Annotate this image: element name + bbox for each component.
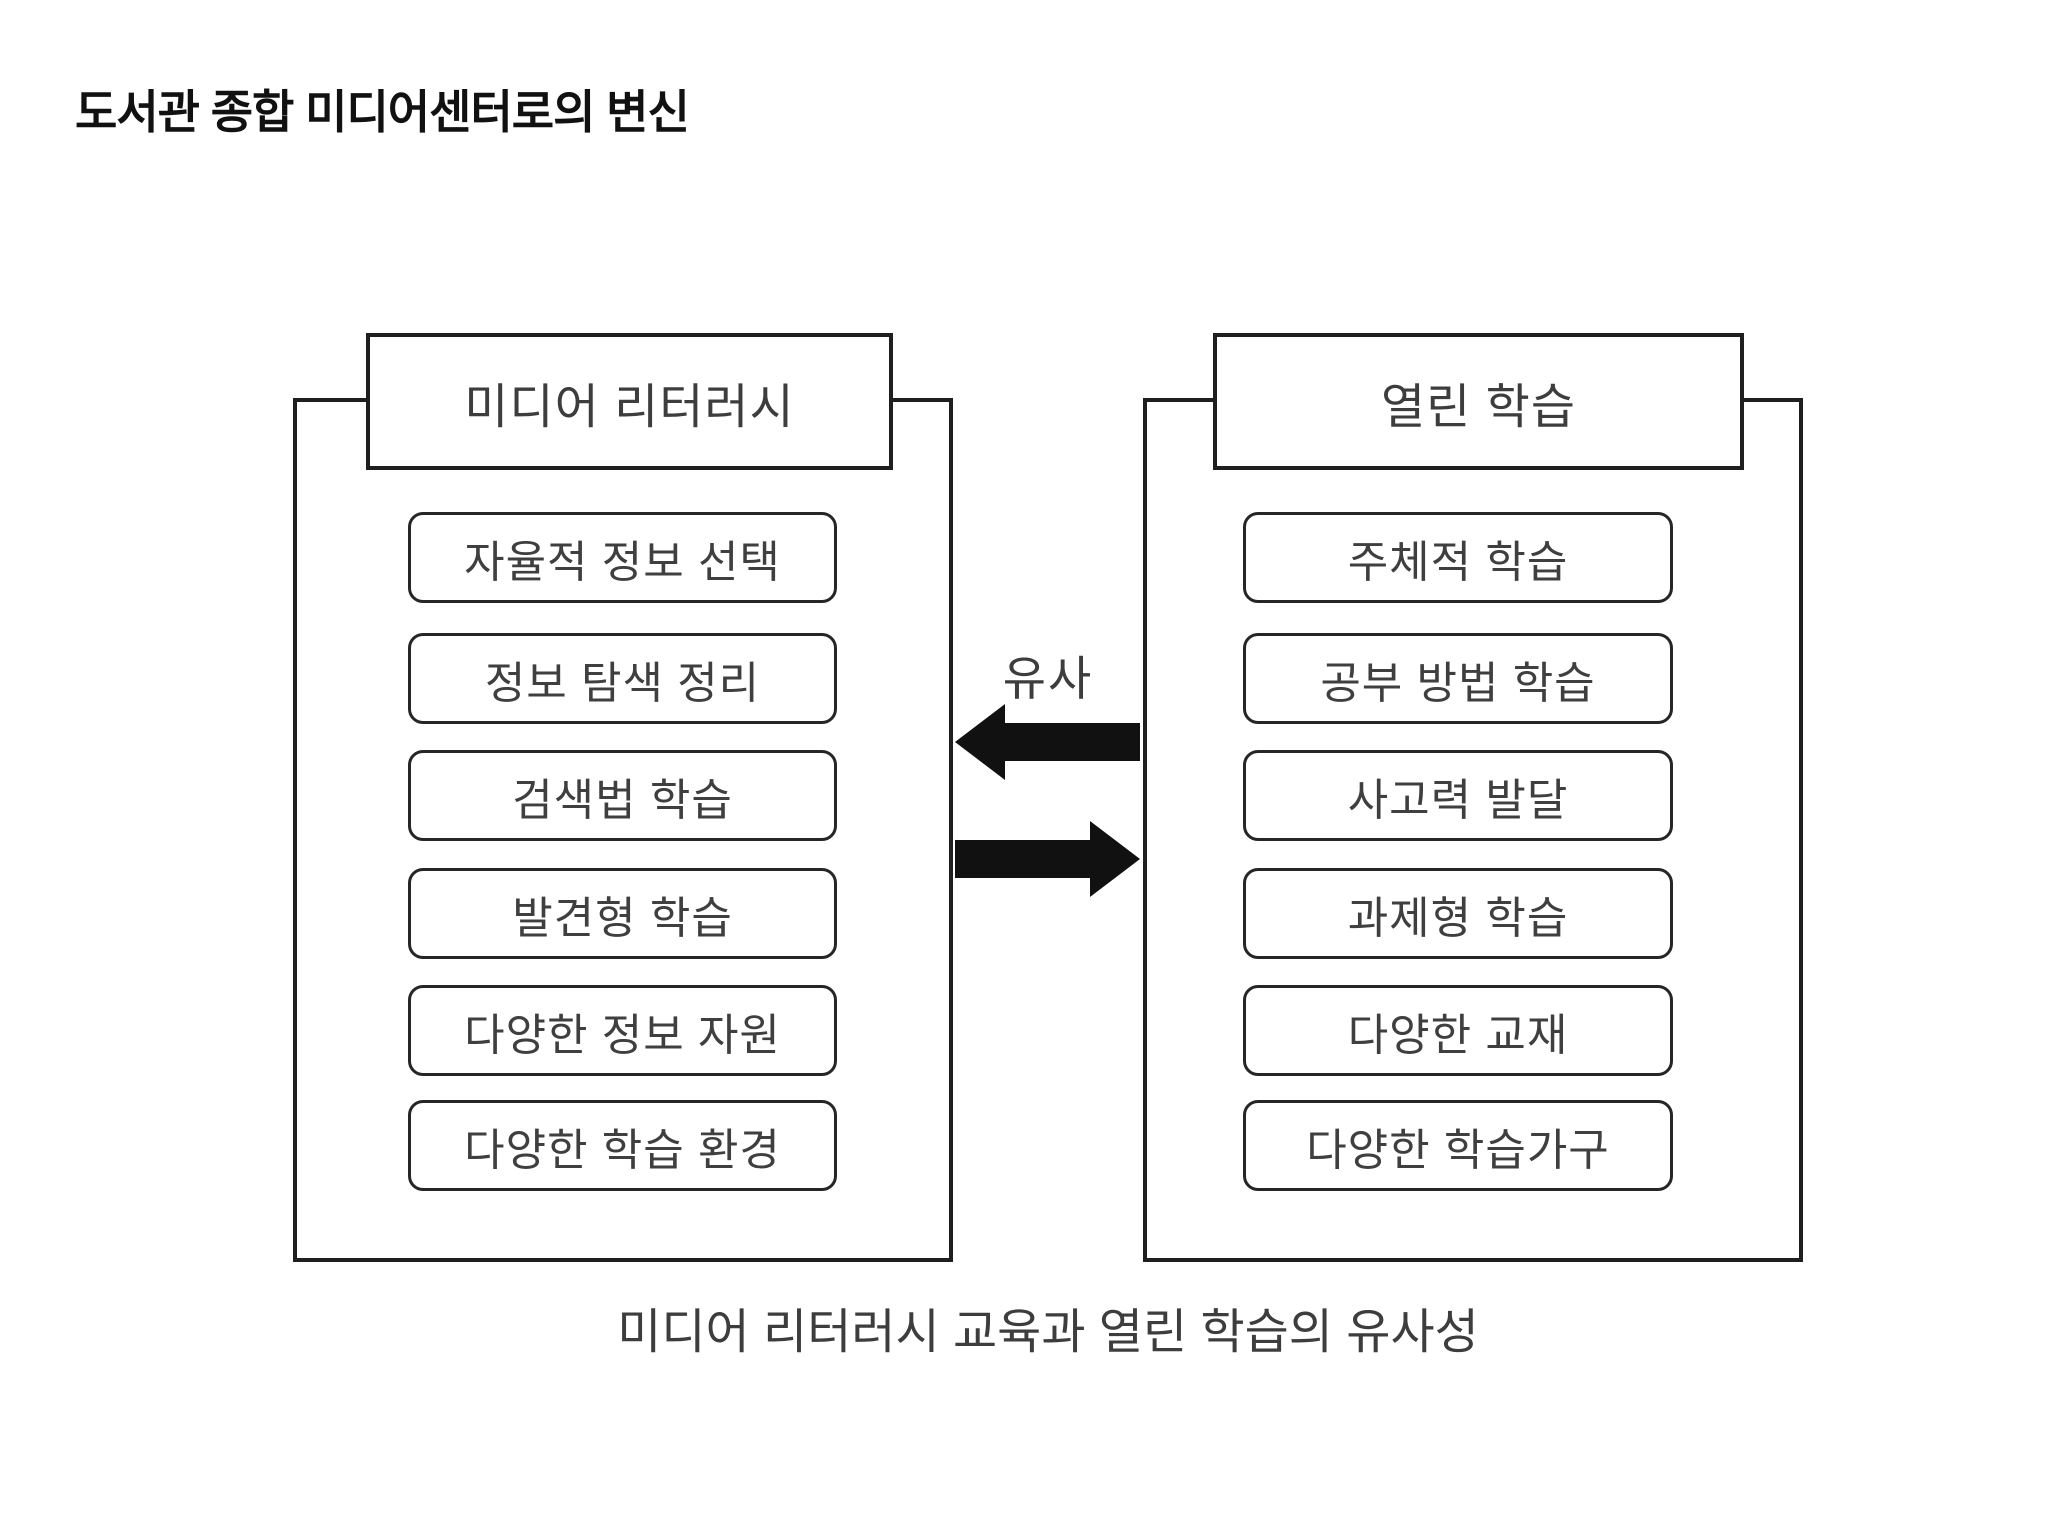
media-literacy-item-2: 정보 탐색 정리	[408, 633, 837, 724]
open-learning-item-2: 공부 방법 학습	[1243, 633, 1673, 724]
open-learning-header: 열린 학습	[1213, 333, 1744, 470]
page-title: 도서관 종합 미디어센터로의 변신	[75, 86, 690, 138]
media-literacy-header: 미디어 리터러시	[366, 333, 893, 470]
media-literacy-item-3: 검색법 학습	[408, 750, 837, 841]
open-learning-item-3: 사고력 발달	[1243, 750, 1673, 841]
open-learning-item-6: 다양한 학습가구	[1243, 1100, 1673, 1191]
media-literacy-item-5: 다양한 정보 자원	[408, 985, 837, 1076]
relation-label: 유사	[1002, 652, 1094, 705]
open-learning-item-1: 주체적 학습	[1243, 512, 1673, 603]
open-learning-item-5: 다양한 교재	[1243, 985, 1673, 1076]
open-learning-item-4: 과제형 학습	[1243, 868, 1673, 959]
media-literacy-item-6: 다양한 학습 환경	[408, 1100, 837, 1191]
diagram-caption: 미디어 리터러시 교육과 열린 학습의 유사성	[617, 1306, 1479, 1359]
arrow-right-icon	[955, 821, 1140, 897]
media-literacy-item-4: 발견형 학습	[408, 868, 837, 959]
arrow-left-icon	[955, 704, 1140, 780]
media-literacy-item-1: 자율적 정보 선택	[408, 512, 837, 603]
